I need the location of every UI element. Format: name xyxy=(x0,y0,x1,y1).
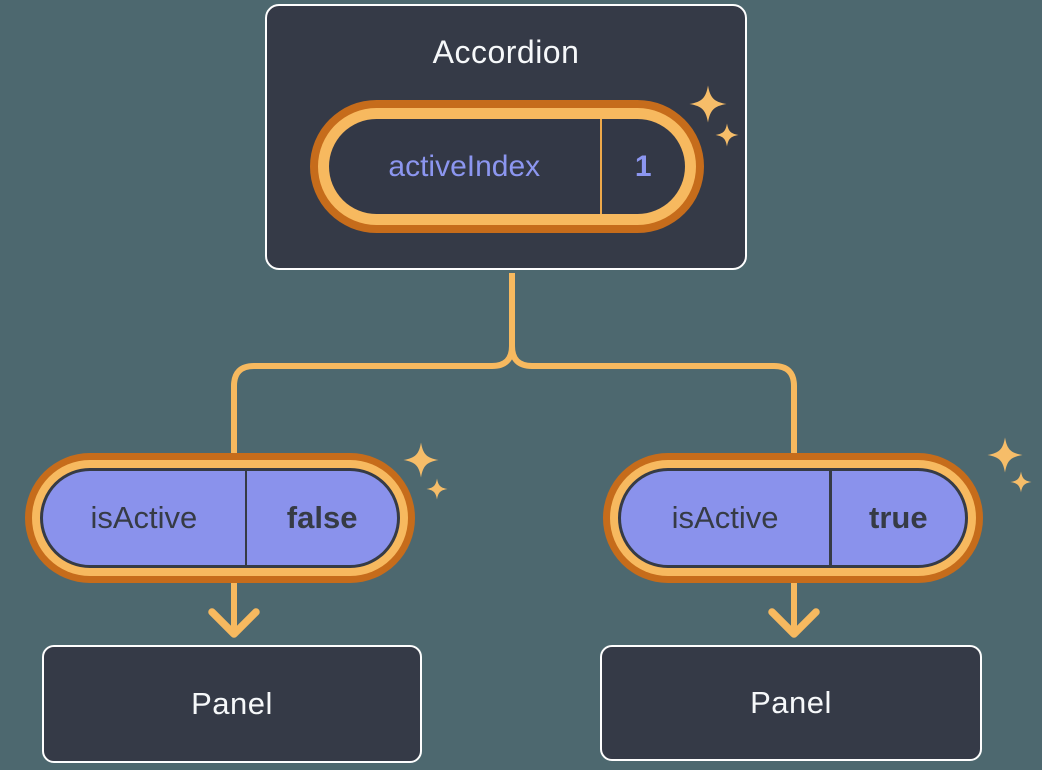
prop-pill-body: isActive true xyxy=(618,468,968,568)
pill-divider xyxy=(244,471,248,565)
state-pill-activeindex: activeIndex 1 xyxy=(310,100,704,233)
connector-left-branch xyxy=(231,273,515,458)
prop-pill-value: true xyxy=(869,500,928,535)
panel-title: Panel xyxy=(191,686,273,721)
prop-pill-label: isActive xyxy=(671,500,779,535)
arrow-down-icon xyxy=(208,608,260,638)
state-pill-body: activeIndex 1 xyxy=(329,119,685,214)
prop-pill-label: isActive xyxy=(90,500,198,535)
panel-node-left: Panel xyxy=(42,645,422,763)
prop-pill-body: isActive false xyxy=(40,468,400,568)
state-pill-ring: activeIndex 1 xyxy=(318,108,696,225)
panel-title: Panel xyxy=(750,685,832,720)
prop-pill-value: false xyxy=(286,500,358,535)
sparkle-icon xyxy=(403,442,448,500)
accordion-title: Accordion xyxy=(432,34,580,70)
sparkle-icon xyxy=(987,437,1032,493)
connector-right-branch xyxy=(509,273,797,458)
prop-pill-ring: isActive false xyxy=(32,460,408,576)
arrow-down-icon xyxy=(768,608,820,638)
pill-divider xyxy=(829,471,832,565)
state-pill-value: 1 xyxy=(634,149,652,183)
prop-pill-isactive-left: isActive false xyxy=(25,453,415,583)
pill-divider xyxy=(599,119,602,214)
prop-pill-ring: isActive true xyxy=(610,460,976,576)
panel-node-right: Panel xyxy=(600,645,982,761)
prop-pill-isactive-right: isActive true xyxy=(603,453,983,583)
state-pill-label: activeIndex xyxy=(388,149,541,183)
